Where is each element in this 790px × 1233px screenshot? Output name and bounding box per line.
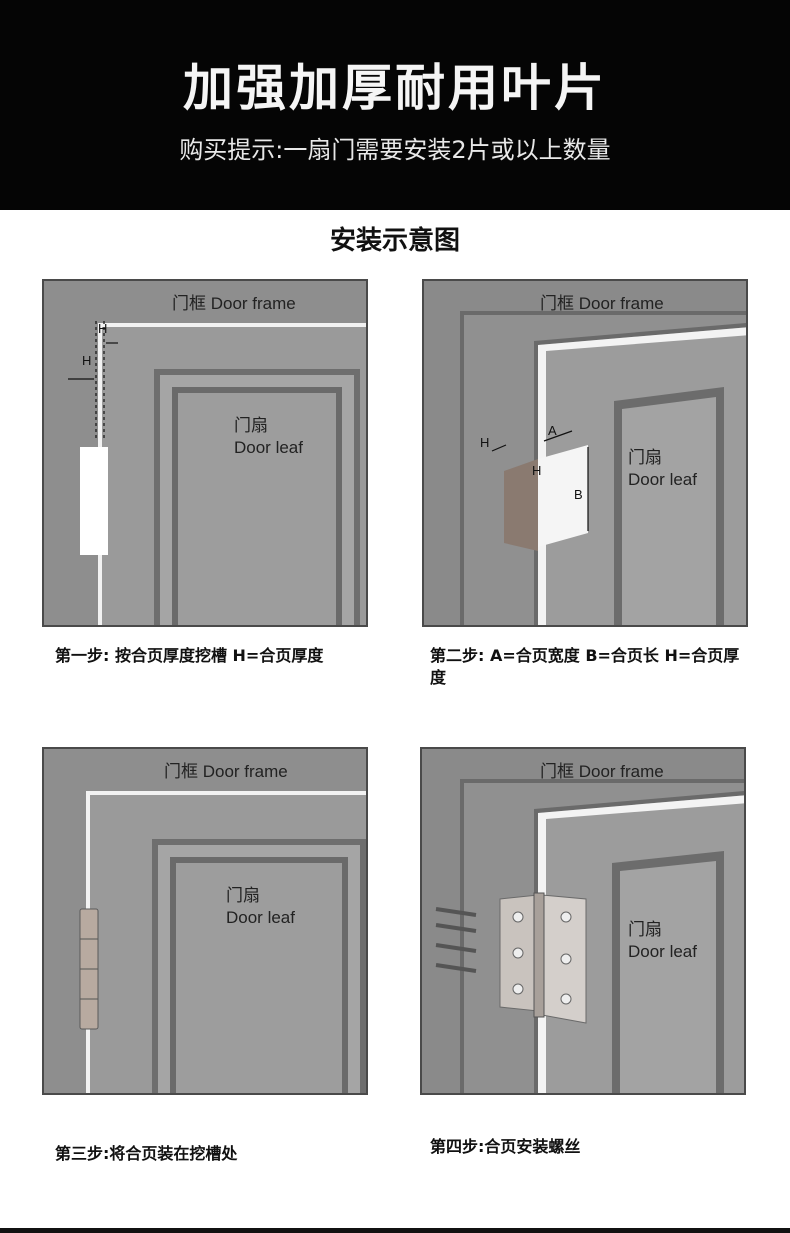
step1-illustration xyxy=(44,281,366,625)
section-title: 安装示意图 xyxy=(329,226,460,256)
dimension-h-inner: H xyxy=(532,463,542,478)
bottom-divider xyxy=(0,1228,790,1233)
leaf-label-en: Door leaf xyxy=(628,942,697,961)
step2-caption: 第二步: A=合页宽度 B=合页长 H=合页厚度 xyxy=(430,646,740,687)
step4-diagram: 门框 Door frame 门扇 Door leaf xyxy=(420,747,746,1095)
leaf-label-cn: 门扇 xyxy=(226,886,260,905)
dimension-a: A xyxy=(548,423,557,438)
leaf-label-cn: 门扇 xyxy=(628,920,662,939)
leaf-label-en: Door leaf xyxy=(628,470,697,489)
step3-illustration xyxy=(44,749,366,1093)
leaf-label-cn: 门扇 xyxy=(234,416,268,435)
frame-label: 门框 Door frame xyxy=(164,762,288,781)
leaf-label-cn: 门扇 xyxy=(628,448,662,467)
leaf-label-en: Door leaf xyxy=(226,908,295,927)
frame-label: 门框 Door frame xyxy=(540,294,664,313)
step3-caption: 第三步:将合页装在挖槽处 xyxy=(55,1144,238,1163)
dimension-h-side: H xyxy=(82,353,92,368)
header-banner: 加强加厚耐用叶片 购买提示:一扇门需要安装2片或以上数量 xyxy=(0,0,790,210)
step3-diagram: 门框 Door frame 门扇 Door leaf xyxy=(42,747,368,1095)
dimension-h-outer: H xyxy=(480,435,490,450)
frame-label: 门框 Door frame xyxy=(540,762,664,781)
leaf-label-en: Door leaf xyxy=(234,438,303,457)
purchase-tip: 购买提示:一扇门需要安装2片或以上数量 xyxy=(179,136,611,164)
step4-caption: 第四步:合页安装螺丝 xyxy=(430,1137,581,1156)
step2-diagram: 门框 Door frame 门扇 Door leaf A B H H xyxy=(422,279,748,627)
page-title: 加强加厚耐用叶片 xyxy=(183,59,607,117)
step1-caption: 第一步: 按合页厚度挖槽 H=合页厚度 xyxy=(55,646,324,665)
step4-illustration xyxy=(422,749,744,1093)
step2-illustration xyxy=(424,281,746,625)
dimension-b: B xyxy=(574,487,583,502)
step1-diagram: 门框 Door frame 门扇 Door leaf H H xyxy=(42,279,368,627)
frame-label: 门框 Door frame xyxy=(172,294,296,313)
dimension-h-top: H xyxy=(98,321,108,336)
